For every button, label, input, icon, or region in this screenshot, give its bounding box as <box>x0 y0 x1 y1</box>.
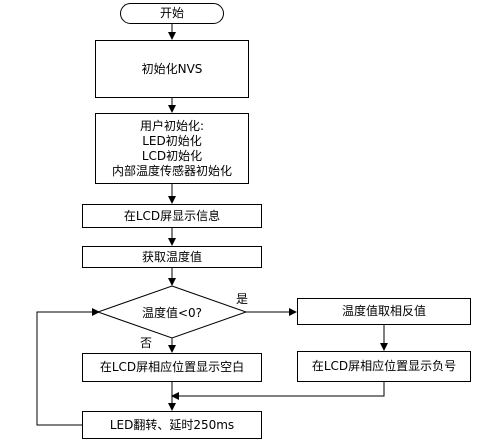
decision-label: 温度值<0? <box>141 305 203 320</box>
user-init-title: 用户初始化: <box>139 118 205 133</box>
init-nvs-label: 初始化NVS <box>141 61 203 76</box>
yes-label: 是 <box>236 292 249 306</box>
user-init-line-lcd: LCD初始化 <box>141 148 203 163</box>
show-blank-label: 在LCD屏相应位置显示空白 <box>99 360 245 374</box>
get-temp-box: 获取温度值 <box>82 246 262 268</box>
show-minus-box: 在LCD屏相应位置显示负号 <box>297 351 471 382</box>
led-toggle-box: LED翻转、延时250ms <box>82 411 262 439</box>
start-label: 开始 <box>159 6 184 20</box>
show-info-label: 在LCD屏显示信息 <box>123 208 221 223</box>
show-blank-box: 在LCD屏相应位置显示空白 <box>82 353 262 382</box>
decision-diamond <box>96 285 248 339</box>
start-terminal: 开始 <box>120 3 224 24</box>
arrow-show-minus-to-merge <box>171 382 385 400</box>
get-temp-label: 获取温度值 <box>141 249 202 264</box>
arrow-loop-back-to-decision <box>36 308 100 426</box>
led-toggle-label: LED翻转、延时250ms <box>109 417 235 432</box>
no-label: 否 <box>140 336 153 350</box>
decision-text: 温度值<0? <box>110 300 234 324</box>
init-nvs-box: 初始化NVS <box>95 40 249 98</box>
negate-box: 温度值取相反值 <box>297 298 471 325</box>
user-init-line-temp-sensor: 内部温度传感器初始化 <box>111 163 232 178</box>
show-info-box: 在LCD屏显示信息 <box>82 204 262 228</box>
user-init-box: 用户初始化: LED初始化 LCD初始化 内部温度传感器初始化 <box>95 113 249 184</box>
user-init-line-led: LED初始化 <box>142 133 202 148</box>
negate-label: 温度值取相反值 <box>341 304 426 318</box>
show-minus-label: 在LCD屏相应位置显示负号 <box>311 359 457 373</box>
